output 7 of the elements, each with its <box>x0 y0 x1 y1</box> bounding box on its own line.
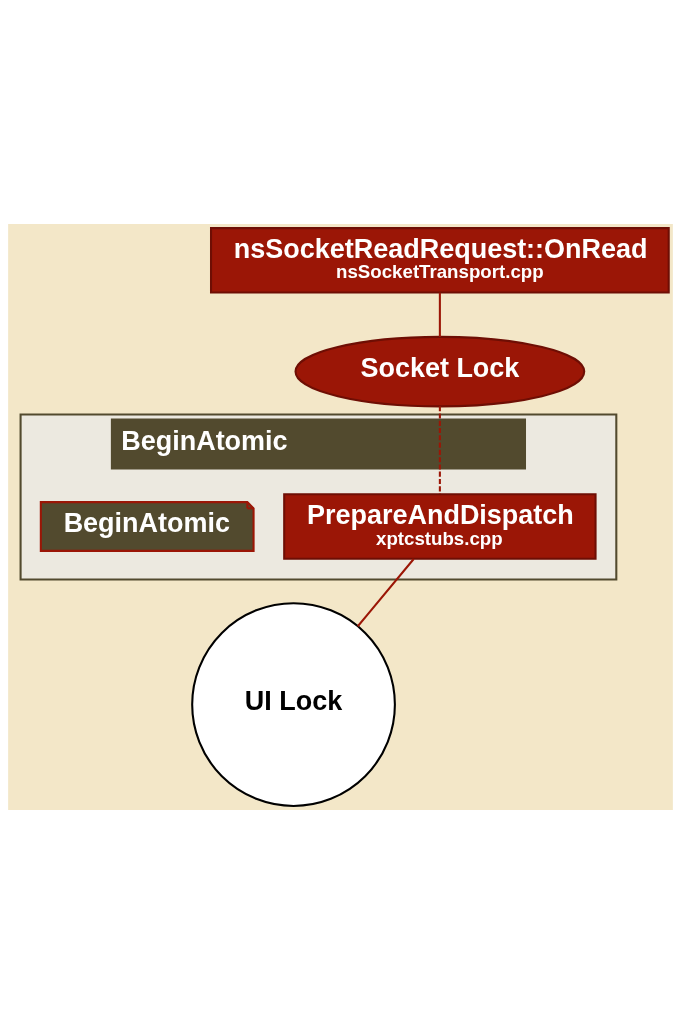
connector <box>438 292 441 337</box>
node-box: nsSocketReadRequest::OnRead nsSocketTransport.cpp <box>210 227 670 294</box>
node-circle: UI Lock <box>191 602 396 807</box>
node-box: PrepareAndDispatch xptcstubs.cpp <box>283 493 597 560</box>
connector <box>357 558 415 627</box>
node-ellipse: Socket Lock <box>294 335 586 408</box>
connector <box>438 406 441 495</box>
